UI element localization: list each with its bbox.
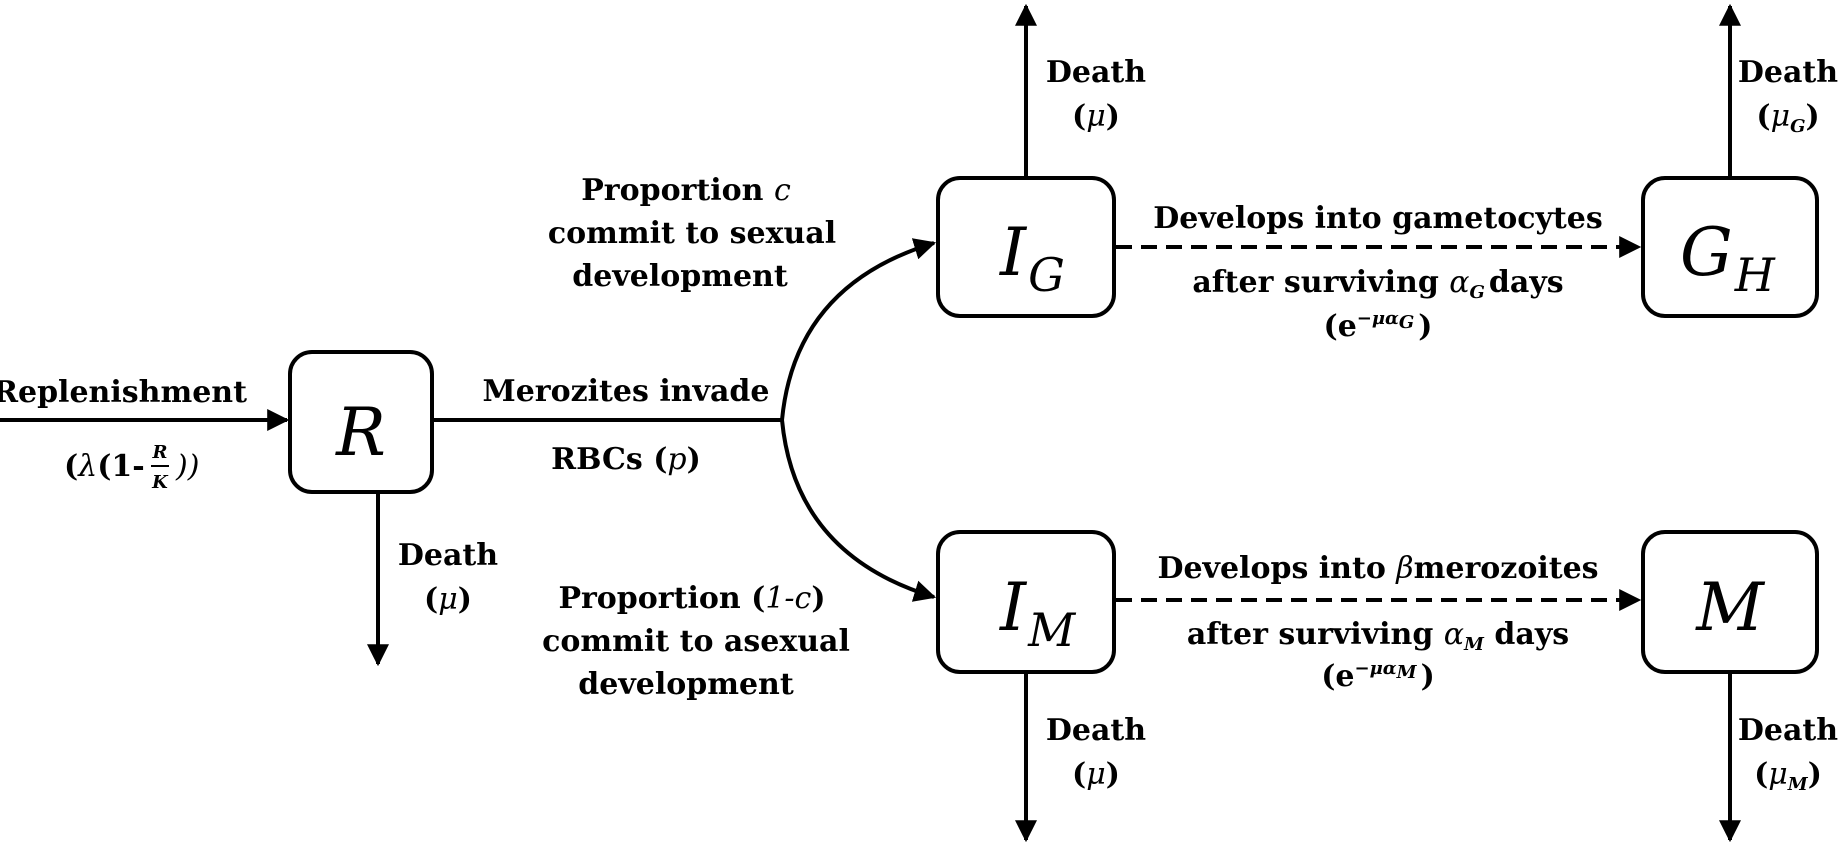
svg-text:(λ(1-: (λ(1-	[64, 449, 145, 484]
ig-death-rate: (μ)	[1072, 99, 1120, 134]
gh-death-rate: (μG)	[1756, 99, 1819, 137]
sexual-line3: development	[572, 259, 788, 294]
m-death-title: Death	[1738, 713, 1838, 748]
asexual-line3: development	[578, 667, 794, 702]
replenishment-label: Replenishment	[0, 375, 247, 410]
node-r-label: R	[335, 394, 386, 471]
node-m-box	[1641, 530, 1819, 674]
asexual-line2: commit to asexual	[542, 624, 850, 659]
gh-death-title: Death	[1738, 55, 1838, 90]
r-death-title: Death	[398, 538, 498, 573]
im-death-title: Death	[1046, 713, 1146, 748]
merozoites-survival: (e−μαM)	[1321, 658, 1435, 694]
svg-text:K: K	[151, 472, 169, 493]
m-death-rate: (μM)	[1754, 757, 1822, 795]
sexual-line1: Proportion c	[581, 173, 791, 208]
node-r-box	[288, 350, 434, 494]
node-gh-box	[1641, 176, 1819, 318]
invade-label-line1: Merozites invade	[483, 374, 770, 409]
im-death-rate: (μ)	[1072, 757, 1120, 792]
sexual-branch-arrow	[780, 238, 937, 421]
gametocytes-line1: Develops into gametocytes	[1153, 201, 1603, 236]
node-ig-label: IG	[999, 214, 1065, 302]
invade-label-line2: RBCs (p)	[551, 442, 701, 477]
replenishment-rate: (λ(1- R K ))	[64, 442, 199, 493]
r-death-rate: (μ)	[424, 582, 472, 617]
merozoites-line2: after surviving αM days	[1187, 617, 1569, 655]
sexual-line2: commit to sexual	[548, 216, 836, 251]
asexual-branch-arrow	[780, 419, 937, 602]
gametocytes-survival: (e−μαG)	[1324, 308, 1433, 344]
node-m-label: M	[1695, 569, 1765, 646]
node-gh-label: GH	[1680, 214, 1776, 302]
node-im-box	[936, 530, 1116, 674]
node-im-label: IM	[999, 569, 1077, 657]
svg-text:)): ))	[175, 449, 199, 484]
svg-text:R: R	[152, 442, 168, 463]
node-ig-box	[936, 176, 1116, 318]
asexual-line1: Proportion (1-c)	[558, 581, 825, 616]
merozoites-line1: Develops into βmerozoites	[1157, 551, 1598, 586]
ig-death-title: Death	[1046, 55, 1146, 90]
